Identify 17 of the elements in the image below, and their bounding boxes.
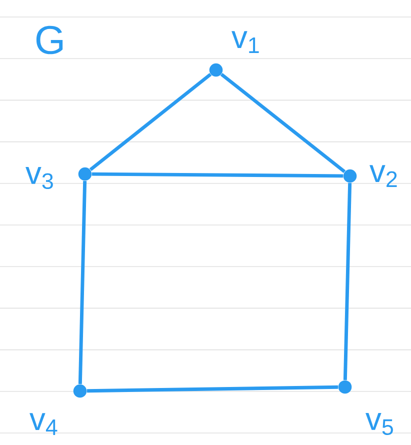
vertex-dot — [343, 169, 357, 183]
vertex-dot — [338, 380, 352, 394]
vertex-dot — [73, 384, 87, 398]
graph-edge — [92, 172, 344, 178]
vertex-label: v$_{4}$ — [30, 413, 58, 435]
graph-edge — [89, 72, 212, 172]
graph-name: G — [36, 26, 63, 54]
vertex-dot — [209, 63, 223, 77]
graph-edge — [220, 72, 346, 174]
vertex-label: v$_{1}$ — [232, 31, 259, 53]
vertex-label: v$_{5}$ — [366, 412, 393, 436]
vertex-label: v$_{3}$ — [26, 166, 53, 190]
vertex-dot — [78, 167, 92, 181]
graph-edge — [343, 182, 352, 380]
graph-edge — [86, 385, 338, 393]
graph-edge — [78, 180, 87, 384]
vertex-label: v$_{2}$ — [370, 165, 397, 187]
